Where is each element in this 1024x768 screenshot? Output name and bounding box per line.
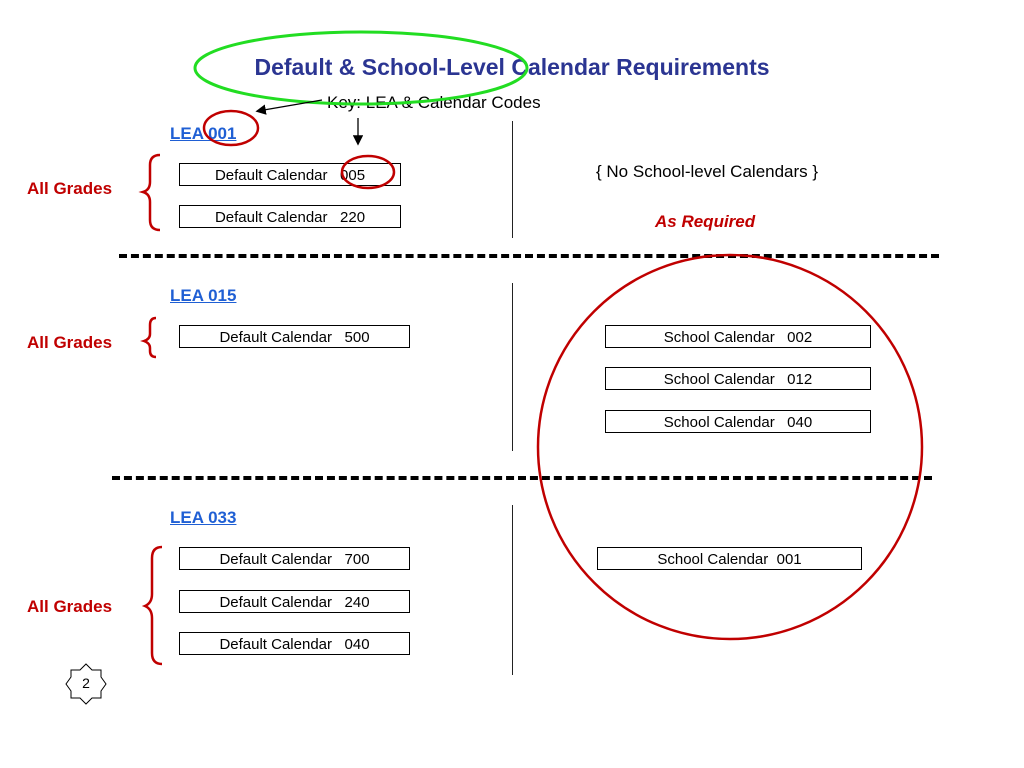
default-calendar-040: Default Calendar 040	[179, 632, 410, 655]
slide-number: 2	[82, 675, 90, 691]
lea-015-link[interactable]: LEA 015	[170, 286, 237, 305]
all-grades-label-3: All Grades	[27, 597, 113, 616]
page-title: Default & School-Level Calendar Requirem…	[254, 54, 770, 80]
as-required-label: As Required	[655, 212, 756, 231]
default-calendar-500: Default Calendar 500	[179, 325, 410, 348]
all-grades-label-2: All Grades	[27, 333, 113, 352]
divider-vertical-2	[512, 283, 513, 451]
brace-section-2	[140, 316, 157, 359]
brace-section-1	[138, 153, 161, 232]
default-calendar-700: Default Calendar 700	[179, 547, 410, 570]
school-calendars-circle	[536, 253, 924, 641]
brace-section-3	[141, 545, 163, 666]
section-separator-1	[119, 254, 939, 258]
default-calendar-220: Default Calendar 220	[179, 205, 401, 228]
key-label: Key: LEA & Calendar Codes	[327, 93, 541, 112]
section-separator-2	[112, 476, 932, 480]
lea-001-link[interactable]: LEA 001	[170, 124, 237, 143]
no-school-calendars-note: { No School-level Calendars }	[596, 162, 819, 181]
school-calendar-002: School Calendar 002	[605, 325, 871, 348]
divider-vertical-3	[512, 505, 513, 675]
all-grades-label-1: All Grades	[27, 179, 113, 198]
lea-033-link[interactable]: LEA 033	[170, 508, 237, 527]
divider-vertical-1	[512, 121, 513, 238]
default-calendar-240: Default Calendar 240	[179, 590, 410, 613]
school-calendar-001: School Calendar 001	[597, 547, 862, 570]
default-calendar-005: Default Calendar 005	[179, 163, 401, 186]
key-arrow-left	[255, 99, 323, 115]
school-calendar-040: School Calendar 040	[605, 410, 871, 433]
school-calendar-012: School Calendar 012	[605, 367, 871, 390]
